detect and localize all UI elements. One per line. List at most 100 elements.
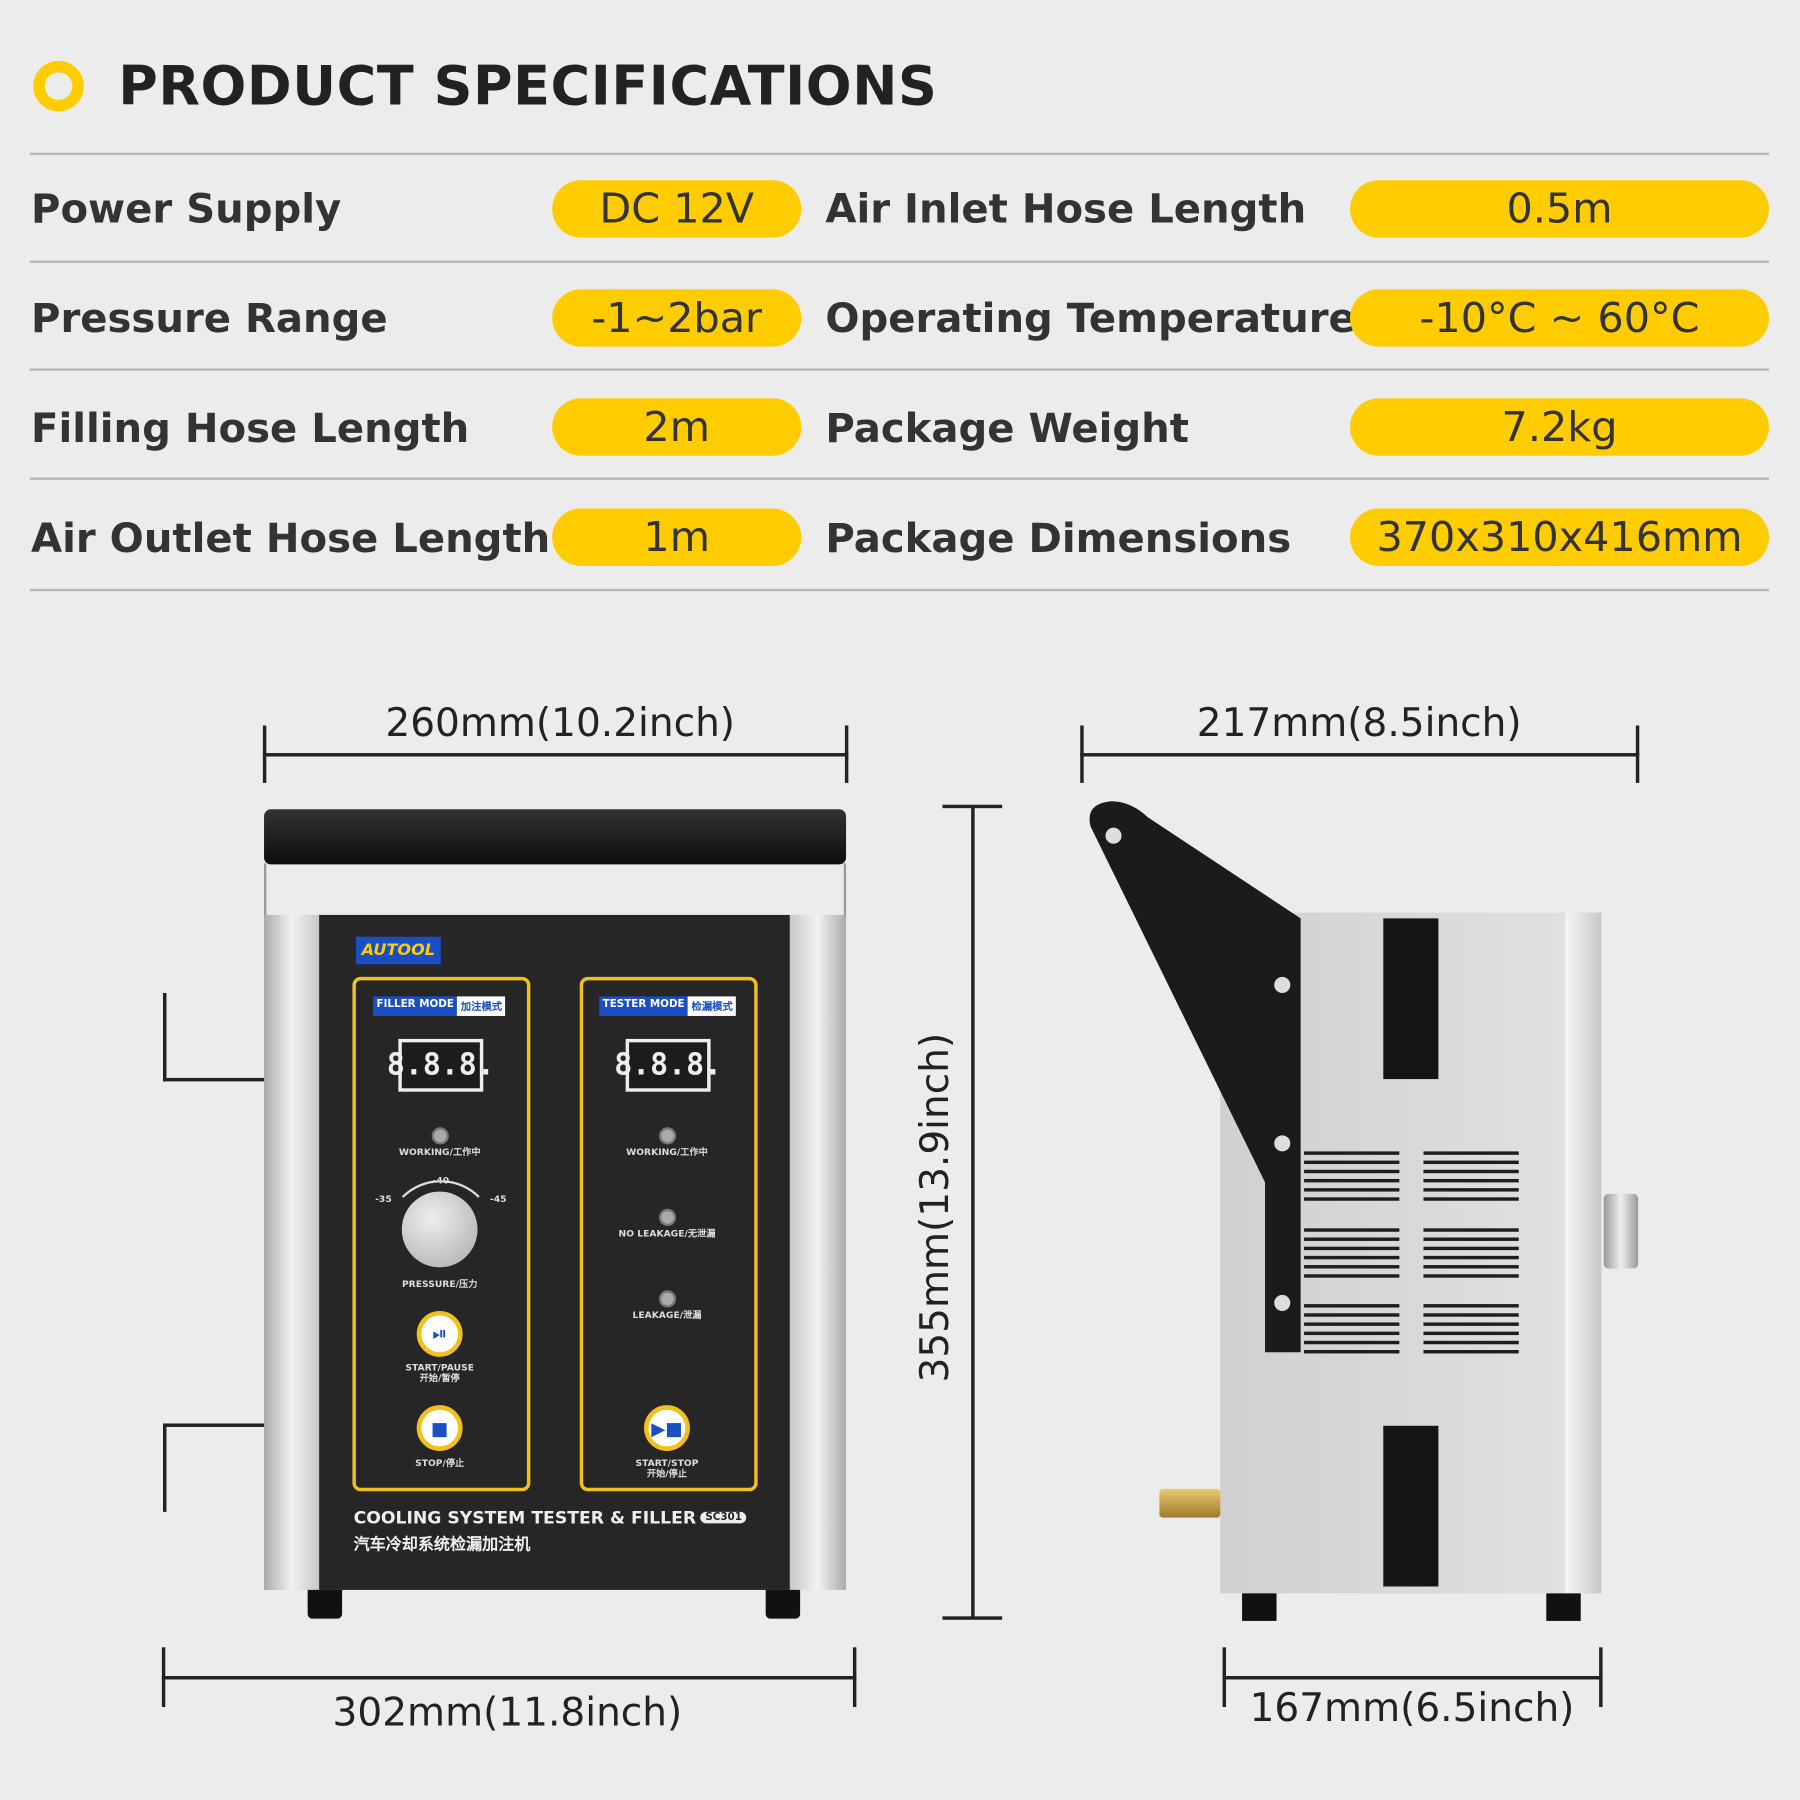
start-stop-cn: 开始/停止 bbox=[646, 1468, 688, 1479]
tester-display: 8.8.8. bbox=[614, 1038, 722, 1092]
vent-slot bbox=[1423, 1188, 1519, 1192]
vent-slot bbox=[1304, 1313, 1400, 1317]
dimension-tick bbox=[942, 1616, 1003, 1620]
start-stop-button[interactable]: ▶■ bbox=[644, 1405, 690, 1452]
vent-slot bbox=[1423, 1151, 1519, 1155]
vent-slot bbox=[1304, 1350, 1400, 1354]
vent-slot bbox=[1423, 1274, 1519, 1278]
brass-fitting bbox=[1159, 1488, 1221, 1518]
stop-button[interactable]: ■ bbox=[416, 1405, 463, 1452]
dimension-line bbox=[1222, 1676, 1603, 1680]
spec-value: 370x310x416mm bbox=[1350, 508, 1770, 566]
divider bbox=[29, 152, 1770, 155]
vent-slot bbox=[1304, 1246, 1400, 1251]
no-leakage-led bbox=[658, 1208, 677, 1227]
filler-display: 8.8.8. bbox=[387, 1038, 495, 1092]
tester-mode-label: TESTER MODE 检漏模式 bbox=[599, 996, 737, 1016]
dial-tick: -45 bbox=[489, 1193, 507, 1205]
spec-value: DC 12V bbox=[552, 180, 802, 238]
vent-slot bbox=[1304, 1188, 1400, 1192]
vent-slot bbox=[1304, 1255, 1400, 1260]
vent-slot bbox=[1423, 1313, 1519, 1317]
spec-value: 0.5m bbox=[1350, 180, 1770, 238]
vent-slot bbox=[1304, 1228, 1400, 1232]
filler-mode-en: FILLER MODE bbox=[373, 996, 458, 1016]
vent-slot bbox=[1304, 1304, 1400, 1308]
lower-bracket bbox=[1383, 1425, 1439, 1587]
spec-value: 7.2kg bbox=[1350, 398, 1770, 456]
product-name: COOLING SYSTEM TESTER & FILLER SC301 bbox=[354, 1507, 747, 1528]
pressure-label: PRESSURE/压力 bbox=[401, 1278, 478, 1290]
bullet-ring-icon bbox=[33, 60, 84, 112]
front-base-width-label: 302mm(11.8inch) bbox=[332, 1689, 683, 1736]
dimension-line bbox=[161, 1676, 857, 1680]
stop-icon: ■ bbox=[430, 1417, 449, 1439]
tester-mode-panel bbox=[579, 976, 758, 1492]
dimension-tick bbox=[942, 804, 1003, 809]
side-rail bbox=[789, 914, 847, 1590]
divider bbox=[29, 260, 1770, 263]
divider bbox=[29, 368, 1770, 371]
side-depth-label: 217mm(8.5inch) bbox=[1196, 700, 1522, 747]
vent-slot bbox=[1423, 1331, 1519, 1336]
filler-mode-panel bbox=[352, 976, 531, 1492]
vent-slot bbox=[1423, 1178, 1519, 1183]
vent-slot bbox=[1304, 1340, 1400, 1345]
side-rail bbox=[264, 914, 320, 1590]
working-label: WORKING/工作中 bbox=[626, 1146, 708, 1158]
start-pause-button[interactable]: ⏯ bbox=[416, 1310, 463, 1357]
start-pause-en: START/PAUSE bbox=[405, 1362, 474, 1373]
vent-slot bbox=[1304, 1322, 1400, 1326]
vent-slot bbox=[1304, 1265, 1400, 1269]
side-base-depth-label: 167mm(6.5inch) bbox=[1249, 1685, 1575, 1732]
dimension-line bbox=[971, 805, 975, 1619]
vent-slot bbox=[1423, 1228, 1519, 1232]
pressure-dial[interactable] bbox=[401, 1191, 478, 1268]
dial-tick: -40 bbox=[432, 1175, 450, 1186]
dial-tick: -35 bbox=[375, 1193, 392, 1205]
model-badge: SC301 bbox=[700, 1511, 747, 1524]
handle-post bbox=[264, 863, 267, 917]
leakage-led bbox=[658, 1290, 677, 1308]
tester-mode-cn: 检漏模式 bbox=[688, 996, 737, 1016]
vent-slot bbox=[1423, 1237, 1519, 1241]
vent-slot bbox=[1423, 1255, 1519, 1260]
spec-value: 1m bbox=[552, 508, 802, 566]
spec-value: 2m bbox=[552, 398, 802, 456]
divider bbox=[29, 588, 1770, 592]
dial-scale-arc bbox=[385, 1180, 496, 1290]
vent-slot bbox=[1423, 1246, 1519, 1251]
vent-slot bbox=[1423, 1265, 1519, 1269]
no-leakage-label: NO LEAKAGE/无泄漏 bbox=[618, 1228, 716, 1239]
spec-value: -1~2bar bbox=[552, 289, 802, 347]
spec-label: Power Supply bbox=[30, 187, 342, 234]
start-pause-cn: 开始/暂停 bbox=[419, 1372, 460, 1384]
front-width-label: 260mm(10.2inch) bbox=[385, 700, 736, 747]
vent-slot bbox=[1423, 1350, 1519, 1354]
hose-hook bbox=[163, 992, 266, 1082]
foot bbox=[307, 1589, 343, 1619]
dimension-line bbox=[1080, 753, 1640, 757]
working-led bbox=[431, 1127, 449, 1145]
vent-slot bbox=[1304, 1274, 1400, 1278]
page-title: PRODUCT SPECIFICATIONS bbox=[118, 55, 938, 119]
foot bbox=[1546, 1593, 1581, 1621]
side-knob bbox=[1603, 1193, 1639, 1269]
stop-label: STOP/停止 bbox=[415, 1457, 465, 1469]
vent-slot bbox=[1423, 1169, 1519, 1174]
vent-slot bbox=[1304, 1169, 1400, 1174]
vent-slot bbox=[1423, 1340, 1519, 1345]
start-stop-icon: ▶■ bbox=[651, 1417, 683, 1439]
divider bbox=[29, 477, 1770, 480]
vent-slot bbox=[1304, 1237, 1400, 1241]
vent-slot bbox=[1304, 1331, 1400, 1336]
vent-slot bbox=[1304, 1197, 1400, 1201]
spec-value: -10°C ~ 60°C bbox=[1350, 289, 1770, 347]
play-pause-icon: ⏯ bbox=[432, 1322, 448, 1345]
working-label: WORKING/工作中 bbox=[398, 1146, 481, 1158]
vent-slot bbox=[1423, 1304, 1519, 1308]
leakage-label: LEAKAGE/泄漏 bbox=[632, 1309, 702, 1321]
